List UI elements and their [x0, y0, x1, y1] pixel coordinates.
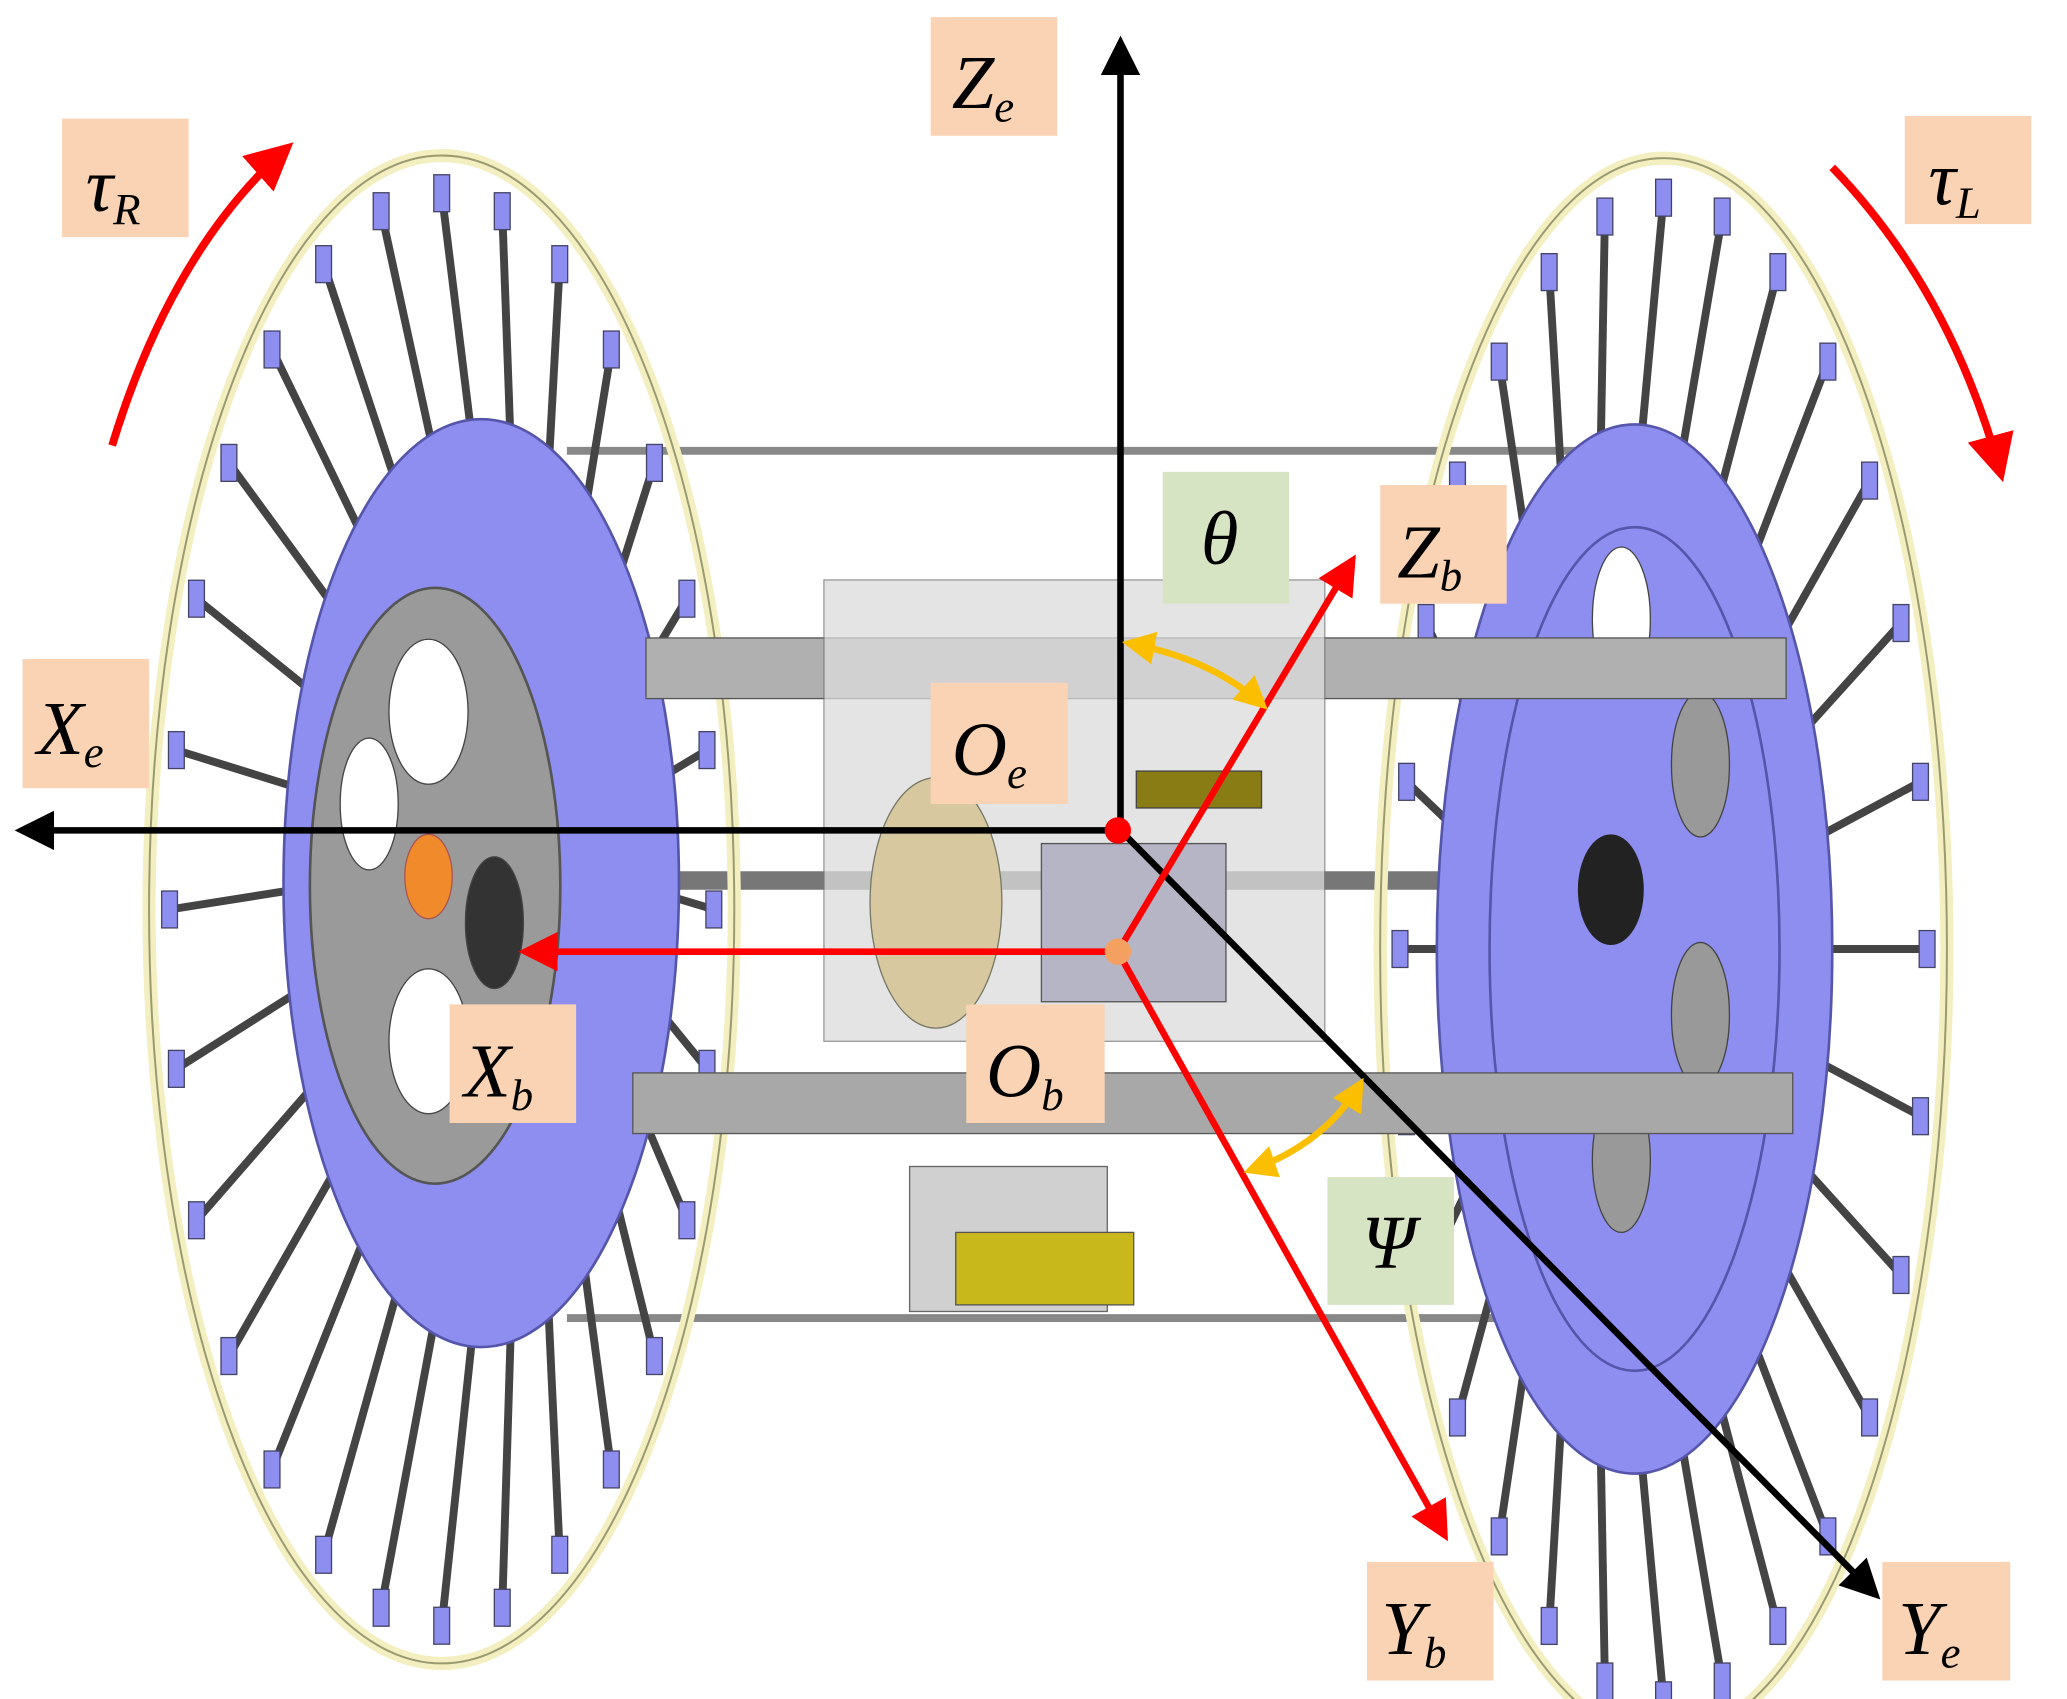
label-ye: Ye: [1882, 1561, 2011, 1681]
spoke-tip: [1713, 197, 1731, 236]
label-tau-r: τR: [62, 118, 189, 238]
spoke-tip: [187, 579, 206, 618]
label-psi: Ψ: [1327, 1177, 1454, 1305]
motor-bottom: [955, 1231, 1135, 1306]
spoke-tip: [551, 245, 569, 284]
spoke-tip: [678, 1201, 696, 1240]
label-tau-l: τL: [1904, 115, 2032, 227]
label-xe: Xe: [22, 659, 150, 789]
spoke-tip: [263, 330, 281, 369]
label-zb: Zb: [1380, 485, 1507, 604]
svg-text:Zb: Zb: [1397, 509, 1462, 600]
spoke-tip: [1713, 1662, 1731, 1699]
motor-top: [1135, 770, 1263, 809]
origin-ob-dot: [1104, 938, 1132, 965]
spoke-tip: [698, 730, 716, 770]
spoke-tip: [602, 1450, 620, 1489]
spoke-tip: [1769, 253, 1787, 292]
label-ob: Ob: [966, 1004, 1105, 1124]
origin-oe-dot: [1104, 817, 1132, 844]
spoke-tip: [372, 1588, 390, 1627]
spoke-tip: [493, 192, 511, 231]
yb-axis: [1114, 950, 1448, 1542]
spoke-tip: [1769, 1606, 1787, 1646]
body-frame-axes: [518, 554, 1448, 1542]
spoke-tip: [167, 730, 185, 770]
svg-text:Oe: Oe: [952, 707, 1027, 798]
svg-text:τL: τL: [1928, 136, 1980, 227]
spoke-tip: [433, 174, 451, 213]
spoke-tip: [1892, 603, 1910, 643]
spoke-tip: [315, 1535, 333, 1574]
spoke-tip: [705, 890, 723, 929]
ye-axis: [1118, 828, 1881, 1600]
label-theta: θ: [1162, 471, 1290, 604]
svg-text:Ob: Ob: [986, 1029, 1064, 1120]
zb-axis: [1115, 554, 1356, 954]
left-wheel-right-side: [1373, 151, 1954, 1699]
label-xb: Xb: [449, 1004, 577, 1124]
label-oe: Oe: [930, 682, 1068, 805]
spoke-tip: [1596, 197, 1614, 236]
spoke-tip: [645, 443, 664, 483]
svg-text:τR: τR: [86, 143, 141, 234]
svg-text:Ye: Ye: [1898, 1586, 1960, 1677]
spoke-tip: [220, 443, 238, 483]
svg-text:Yb: Yb: [1381, 1586, 1446, 1677]
svg-text:Xb: Xb: [461, 1029, 533, 1120]
spoke-tip: [1861, 461, 1879, 500]
spoke-tip: [493, 1588, 511, 1627]
spoke-tip: [551, 1535, 569, 1574]
spoke-tip: [1540, 253, 1558, 292]
label-ze: Ze: [930, 17, 1058, 136]
theta-angle-arc: [1121, 631, 1268, 710]
spoke-tip: [263, 1450, 281, 1489]
spoke-tip: [1417, 603, 1435, 643]
spoke-tip: [1911, 762, 1930, 801]
spoke-tip: [220, 1336, 238, 1376]
spoke-tip: [645, 1336, 664, 1376]
svg-text:Xe: Xe: [34, 686, 104, 777]
spoke-tip: [1398, 762, 1416, 801]
svg-text:θ: θ: [1201, 496, 1239, 581]
right-hub: [1577, 834, 1644, 946]
tau-r-arrow: [108, 142, 294, 447]
spoke-tip: [1490, 1517, 1508, 1556]
spoke-tip: [1911, 1097, 1930, 1136]
svg-text:Ze: Ze: [952, 40, 1014, 131]
right-wheel-left-side: [142, 148, 741, 1671]
spoke-tip: [1819, 342, 1837, 381]
spoke-tip: [1448, 1398, 1467, 1437]
spoke-tip: [1391, 929, 1409, 969]
spoke-tip: [1654, 178, 1673, 217]
spoke-tip: [1892, 1255, 1910, 1295]
tau-l-arrow: [1829, 164, 2014, 483]
spoke-tip: [160, 890, 179, 929]
spoke-tip: [602, 330, 620, 369]
left-hub-center: [404, 833, 453, 920]
spoke-tip: [433, 1606, 451, 1645]
spoke-tip: [678, 579, 696, 618]
spoke-tip: [372, 192, 390, 231]
spoke-tip: [187, 1201, 206, 1240]
spoke-tip: [1490, 342, 1508, 381]
earth-frame-axes: [14, 35, 1881, 1600]
spoke-tip: [167, 1049, 185, 1088]
spoke-tip: [1918, 929, 1936, 969]
psi-angle-arc: [1243, 1077, 1364, 1178]
spoke-tip: [1861, 1398, 1879, 1437]
spoke-tip: [1596, 1662, 1614, 1699]
spoke-tip: [1654, 1681, 1673, 1699]
spoke-tip: [1540, 1606, 1558, 1646]
svg-text:Ψ: Ψ: [1362, 1200, 1422, 1285]
label-yb: Yb: [1366, 1561, 1494, 1681]
spoke-tip: [315, 245, 333, 284]
